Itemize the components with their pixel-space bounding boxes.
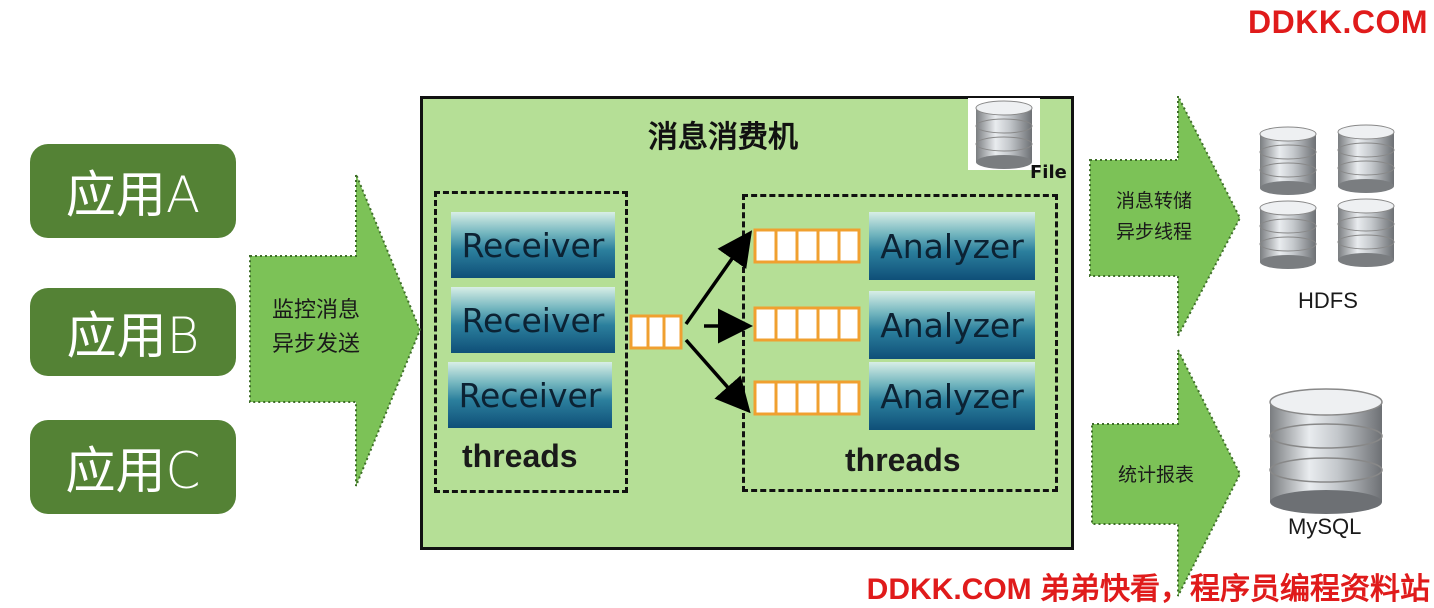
analyzer-1-label: Analyzer — [880, 226, 1024, 266]
hdfs-label: HDFS — [1298, 288, 1358, 313]
receiver-2: Receiver — [451, 287, 615, 353]
async-store-arrow — [1089, 95, 1242, 337]
consumer-title: 消息消费机 — [648, 120, 798, 155]
mysql-database-icon — [1269, 388, 1383, 514]
analyzer-2: Analyzer — [869, 291, 1035, 359]
app-c-box: 应用C — [30, 420, 236, 514]
dispatch-arrow-3 — [684, 338, 751, 414]
receiver-3-label: Receiver — [458, 375, 602, 415]
monitor-arrow-label: 监控消息 异步发送 — [272, 294, 392, 362]
analyzer-queue-2-icon — [753, 306, 861, 342]
analyzer-3-label: Analyzer — [880, 376, 1024, 416]
hdfs-database-icon-4 — [1337, 198, 1395, 267]
receiver-thread-group — [434, 191, 628, 493]
watermark-bottom: DDKK.COM 弟弟快看，程序员编程资料站 — [866, 573, 1430, 606]
analyzer-2-label: Analyzer — [880, 305, 1024, 345]
analyzer-1: Analyzer — [869, 212, 1035, 280]
monitor-label-line1: 监控消息 — [272, 298, 361, 323]
file-database-icon — [975, 100, 1033, 169]
hdfs-database-icon-1 — [1259, 126, 1317, 195]
mysql-label: MySQL — [1288, 514, 1362, 539]
analyzer-3: Analyzer — [869, 362, 1035, 430]
central-queue-icon — [629, 314, 683, 350]
watermark-top: DDKK.COM — [1248, 4, 1428, 40]
threads-label-left: threads — [462, 438, 578, 474]
hdfs-database-icon-3 — [1259, 200, 1317, 269]
analyzer-queue-1-icon — [753, 228, 861, 264]
async-label-line2: 异步线程 — [1116, 221, 1193, 243]
report-arrow — [1091, 349, 1242, 597]
monitor-label-line2: 异步发送 — [272, 332, 361, 357]
async-label-line1: 消息转储 — [1116, 190, 1193, 212]
app-b-box: 应用B — [30, 288, 236, 376]
hdfs-database-icon-2 — [1337, 124, 1395, 193]
app-a-box: 应用A — [30, 144, 236, 238]
dispatch-arrow-1 — [684, 230, 753, 326]
report-arrow-label: 统计报表 — [1118, 464, 1195, 486]
threads-label-right: threads — [845, 442, 961, 478]
receiver-2-label: Receiver — [461, 300, 605, 340]
receiver-3: Receiver — [448, 362, 612, 428]
async-arrow-label: 消息转储 异步线程 — [1116, 186, 1216, 248]
receiver-1-label: Receiver — [461, 225, 605, 265]
file-label: File — [1030, 162, 1067, 183]
monitor-send-arrow — [249, 173, 422, 487]
analyzer-queue-3-icon — [753, 380, 861, 416]
receiver-1: Receiver — [451, 212, 615, 278]
